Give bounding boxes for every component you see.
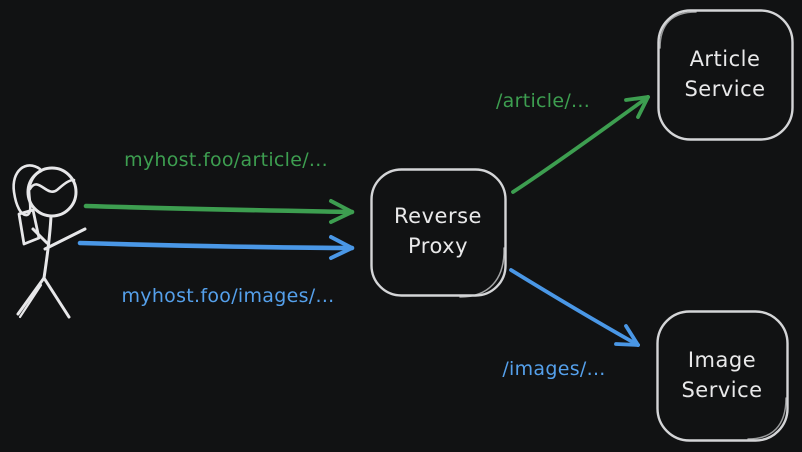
- node-article-service-line2: Service: [684, 76, 766, 101]
- user-leg-right: [42, 276, 71, 319]
- edge-proxy-to-article-service-arrow: [511, 95, 650, 194]
- edge-label-article-path: /article/...: [495, 90, 591, 112]
- node-image-service-sketch: [747, 397, 787, 440]
- edge-label-myhost-images: myhost.foo/images/...: [121, 285, 335, 307]
- node-image-service-line1: Image: [687, 347, 757, 372]
- node-article-service-label: Article Service: [658, 10, 792, 139]
- node-article-service-sketch: [659, 11, 697, 49]
- user-body: [42, 214, 53, 280]
- edge-label-images-path: /images/...: [502, 358, 606, 380]
- node-image-service-line2: Service: [681, 377, 763, 402]
- user-ponytail: [12, 164, 43, 217]
- user-leg-left: [16, 276, 46, 316]
- node-image-service-box: [656, 310, 789, 442]
- phone-icon: [17, 208, 41, 246]
- edge-user-to-proxy-article-arrow: [83, 199, 355, 224]
- node-image-service-label: Image Service: [657, 311, 787, 440]
- node-reverse-proxy-box: [370, 168, 507, 297]
- user-leg-left-sketch: [18, 283, 43, 319]
- user-figure-icon: [12, 164, 87, 319]
- edge-label-myhost-article: myhost.foo/article/...: [124, 149, 328, 171]
- edge-proxy-to-image-service-arrow: [509, 268, 640, 347]
- node-article-service-box: [657, 9, 794, 141]
- user-hair: [28, 178, 76, 193]
- user-arm-left: [31, 227, 49, 245]
- node-article-service-line1: Article: [689, 46, 761, 71]
- node-reverse-proxy-sketch: [459, 247, 505, 298]
- edge-user-to-proxy-images-arrow: [77, 235, 355, 260]
- node-reverse-proxy-line2: Proxy: [407, 234, 469, 258]
- user-arm-right: [43, 227, 87, 251]
- node-reverse-proxy-label: Reverse Proxy: [371, 169, 505, 295]
- node-reverse-proxy-line1: Reverse: [394, 204, 482, 229]
